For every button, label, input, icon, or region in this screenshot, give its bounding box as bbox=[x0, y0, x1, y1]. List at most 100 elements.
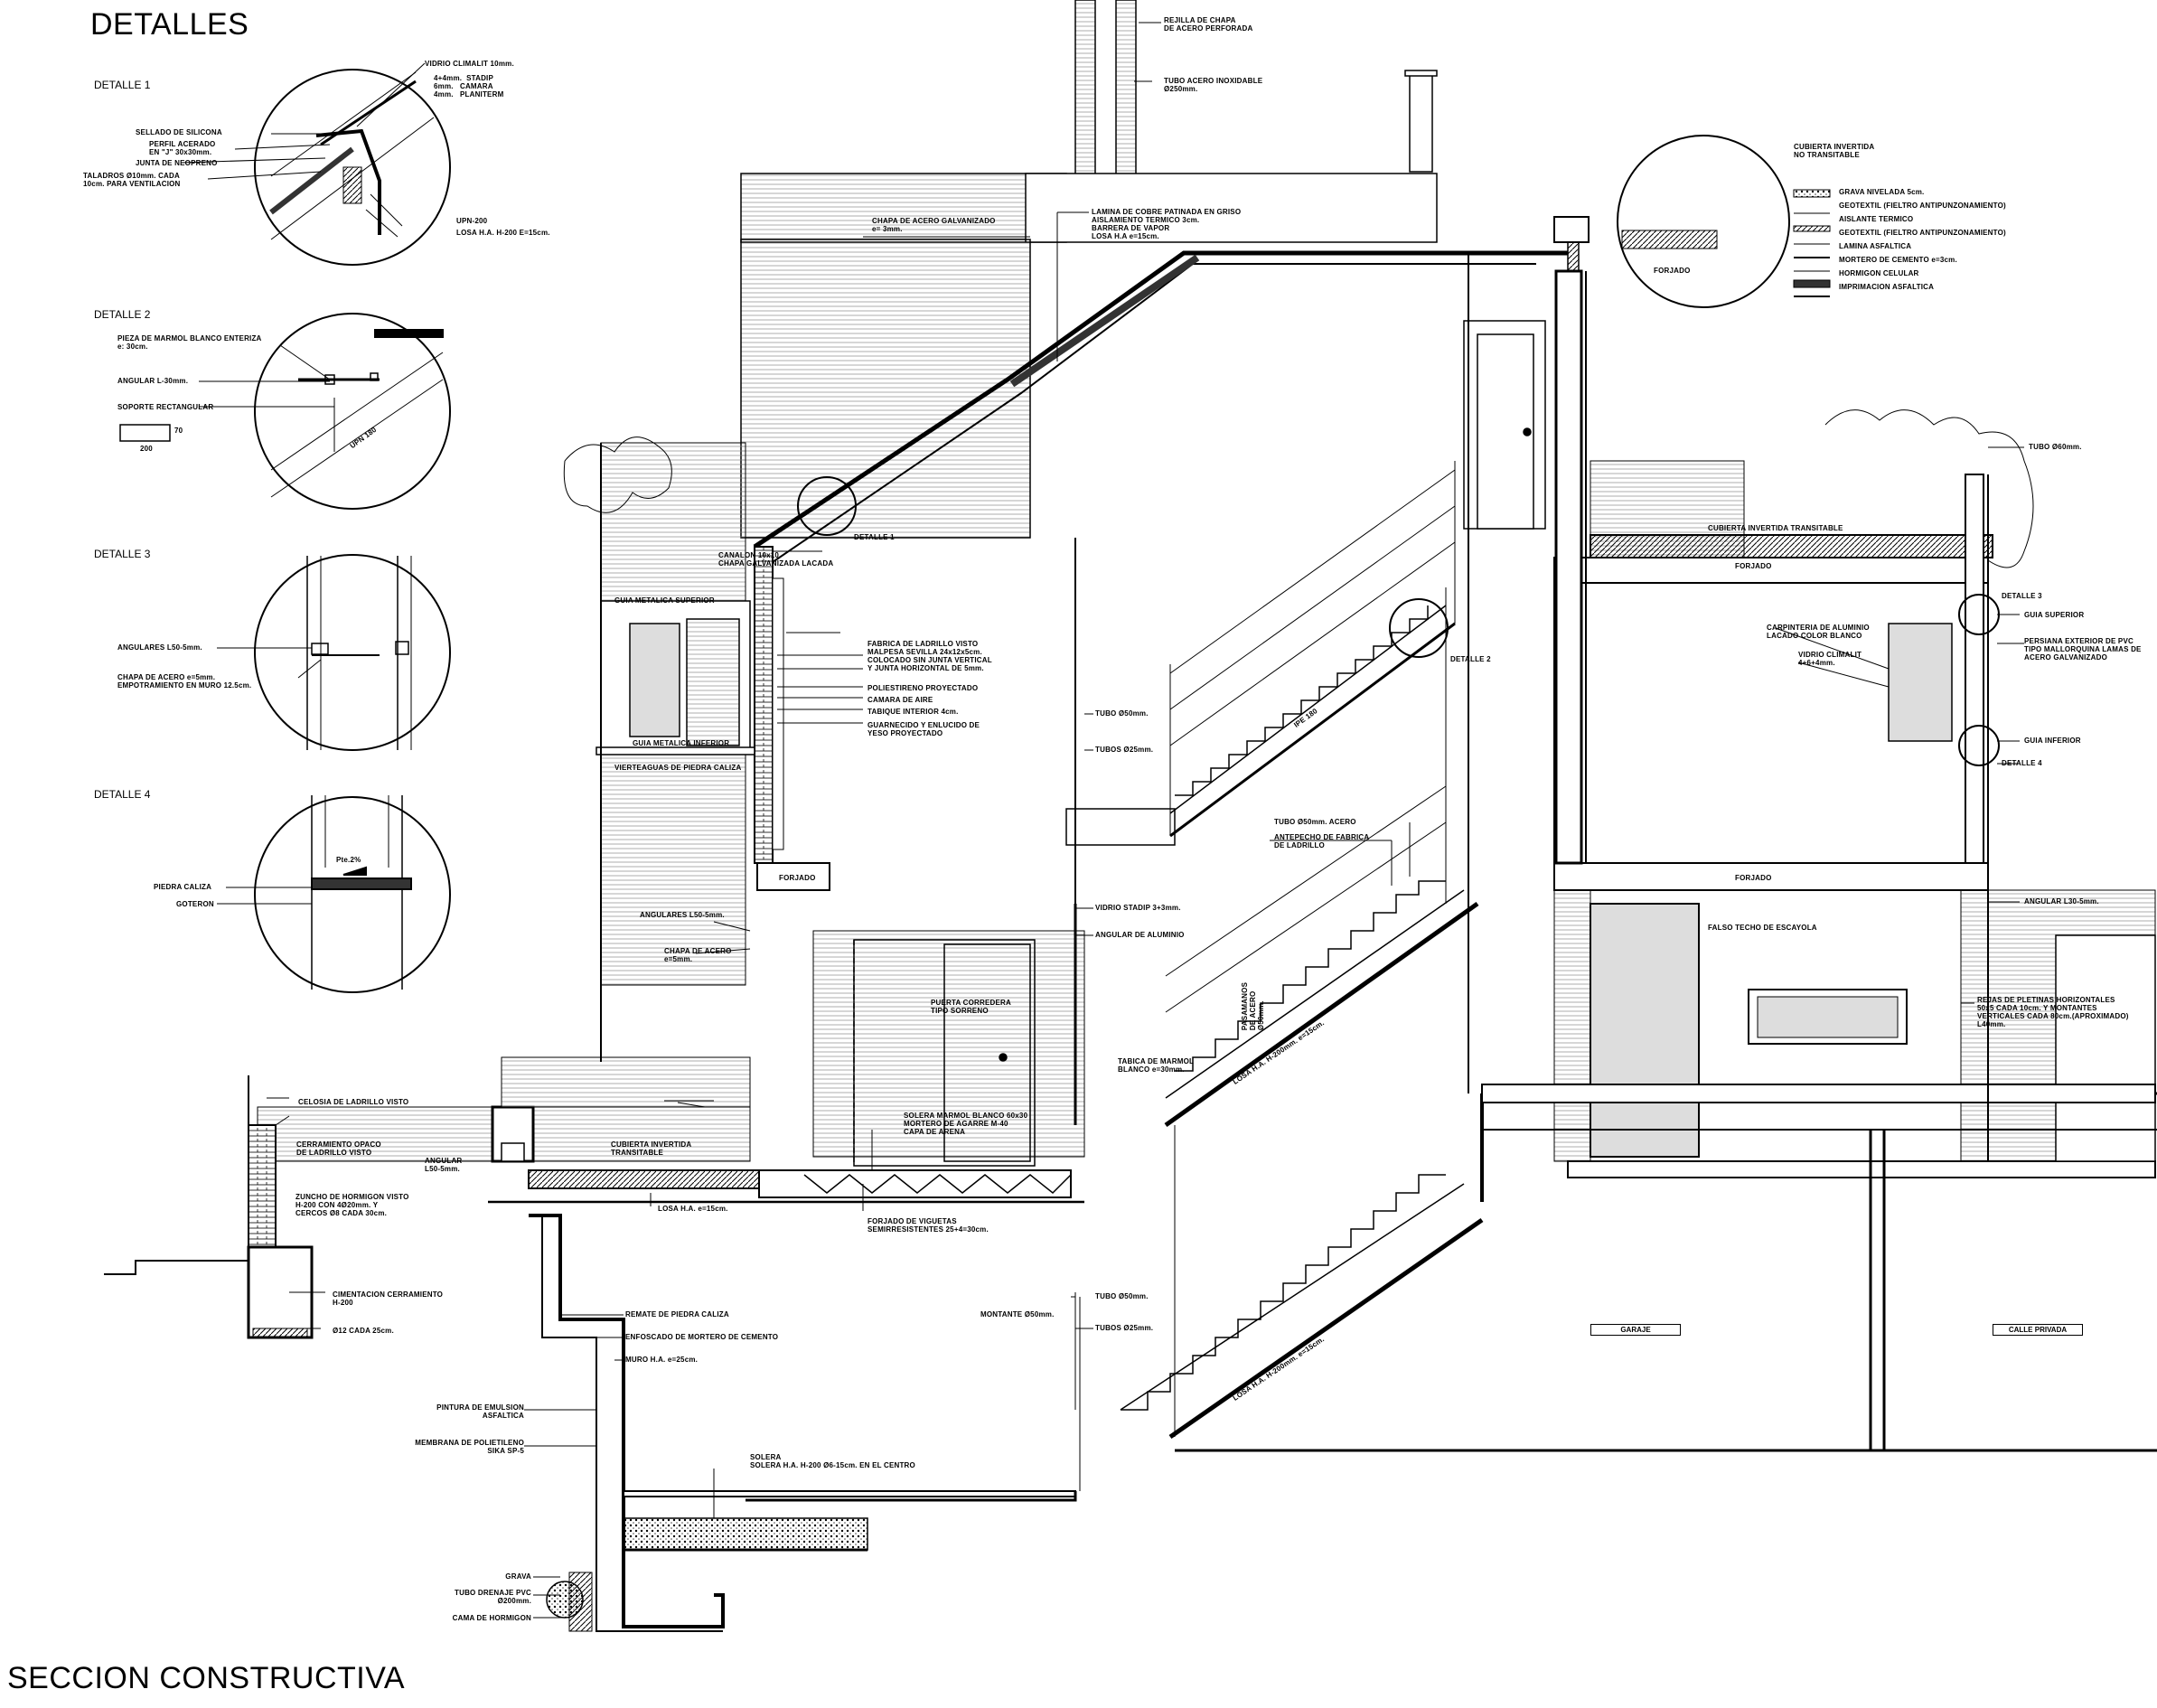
upper-stair bbox=[1065, 461, 1456, 846]
legend-item: LAMINA ASFALTICA bbox=[1839, 242, 1912, 250]
n-antepecho: ANTEPECHO DE FABRICA DE LADRILLO bbox=[1274, 833, 1370, 849]
n-pintura: PINTURA DE EMULSION ASFALTICA bbox=[436, 1403, 524, 1420]
d2-dim-a: 70 bbox=[174, 427, 183, 435]
n-solera-marmol: SOLERA MARMOL BLANCO 60x30 MORTERO DE AG… bbox=[904, 1112, 1028, 1136]
n-chapa-galv: CHAPA DE ACERO GALVANIZADO e= 3mm. bbox=[872, 217, 996, 233]
n-pasamanos: PASAMANOS DE ACERO Ø50mm. bbox=[1241, 981, 1266, 1031]
n-forjado-left: FORJADO bbox=[779, 874, 816, 882]
left-window bbox=[596, 600, 755, 755]
legend-item: AISLANTE TERMICO bbox=[1839, 215, 1914, 223]
n-enfoscado: ENFOSCADO DE MORTERO DE CEMENTO bbox=[625, 1333, 779, 1341]
n-guarnecido: GUARNECIDO Y ENLUCIDO DE YESO PROYECTADO bbox=[867, 721, 980, 737]
middle-door bbox=[853, 939, 1036, 1167]
n-tubo-acero: TUBO Ø50mm. ACERO bbox=[1274, 818, 1356, 826]
lower-stair bbox=[1074, 1116, 1484, 1491]
n-poliestireno: POLIESTIRENO PROYECTADO bbox=[867, 684, 979, 692]
detail-1-label: DETALLE 1 bbox=[94, 79, 151, 91]
n-forjado-upper: FORJADO bbox=[1735, 562, 1772, 570]
n-vidrio-stadip: VIDRIO STADIP 3+3mm. bbox=[1095, 904, 1181, 912]
d2-dim-b: 200 bbox=[140, 445, 153, 453]
detail-4-circle bbox=[254, 795, 451, 993]
n-tubo50: TUBO Ø50mm. bbox=[1095, 709, 1149, 718]
detail-leaders bbox=[180, 62, 426, 905]
legend-item: GRAVA NIVELADA 5cm. bbox=[1839, 188, 1925, 196]
d1-perfil: PERFIL ACERADO EN "J" 30x30mm. bbox=[149, 140, 216, 156]
n-zuncho: ZUNCHO DE HORMIGON VISTO H-200 CON 4Ø20m… bbox=[295, 1193, 409, 1217]
left-brick-wall bbox=[754, 546, 830, 891]
d1-upn: UPN-200 bbox=[456, 217, 488, 225]
lower-left-terrace bbox=[488, 1056, 1084, 1204]
n-grava: GRAVA bbox=[505, 1572, 531, 1581]
n-tabique: TABIQUE INTERIOR 4cm. bbox=[867, 708, 959, 716]
right-upper-floors bbox=[1482, 269, 2157, 1178]
detail-3-circle bbox=[254, 554, 451, 751]
d1-losa: LOSA H.A. H-200 E=15cm. bbox=[456, 229, 550, 237]
legend-item: GEOTEXTIL (FIELTRO ANTIPUNZONAMIENTO) bbox=[1839, 229, 2006, 237]
n-canalon: CANALON 10x10 CHAPA GALVANIZADA LACADA bbox=[718, 551, 834, 568]
d4-goteron: GOTERON bbox=[176, 900, 214, 908]
garaje-tag: GARAJE bbox=[1590, 1324, 1681, 1336]
n-losa-ha: LOSA H.A. e=15cm. bbox=[658, 1205, 728, 1213]
upper-window bbox=[1463, 320, 1546, 530]
n-forjado-viguetas: FORJADO DE VIGUETAS SEMIRRESISTENTES 25+… bbox=[867, 1217, 989, 1234]
n-chapa-acero: CHAPA DE ACERO e=5mm. bbox=[664, 947, 732, 963]
n-tubo-inox: TUBO ACERO INOXIDABLE Ø250mm. bbox=[1164, 77, 1263, 93]
legend-swatches bbox=[1793, 189, 1831, 297]
n-cimentacion: CIMENTACION CERRAMIENTO H-200 bbox=[333, 1290, 444, 1307]
n-angular-l50: ANGULAR L50-5mm. bbox=[425, 1157, 463, 1173]
sheet-title: DETALLES bbox=[90, 7, 249, 42]
n-camara: CAMARA DE AIRE bbox=[867, 696, 933, 704]
n-detalle4: DETALLE 4 bbox=[2002, 759, 2042, 767]
d4-pte: Pte.2% bbox=[336, 856, 361, 864]
n-fabrica: FABRICA DE LADRILLO VISTO MALPESA SEVILL… bbox=[867, 640, 992, 672]
calle-tag: CALLE PRIVADA bbox=[1993, 1324, 2083, 1336]
middle-stair bbox=[1074, 587, 1479, 1128]
n-celosia: CELOSIA DE LADRILLO VISTO bbox=[298, 1098, 409, 1106]
d3-angulares: ANGULARES L50-5mm. bbox=[117, 643, 202, 652]
vegetation bbox=[563, 409, 2034, 568]
n-guia-superior: GUIA SUPERIOR bbox=[2024, 611, 2085, 619]
n-angular-l30: ANGULAR L30-5mm. bbox=[2024, 897, 2099, 906]
n-detalle3: DETALLE 3 bbox=[2002, 592, 2042, 600]
legend-item: IMPRIMACION ASFALTICA bbox=[1839, 283, 1935, 291]
d3-chapa: CHAPA DE ACERO e=5mm. EMPOTRAMIENTO EN M… bbox=[117, 673, 252, 690]
legend-item: MORTERO DE CEMENTO e=3cm. bbox=[1839, 256, 1957, 264]
d1-sellado: SELLADO DE SILICONA bbox=[136, 128, 222, 136]
legend-item: GEOTEXTIL (FIELTRO ANTIPUNZONAMIENTO) bbox=[1839, 202, 2006, 210]
n-rejilla: REJILLA DE CHAPA DE ACERO PERFORADA bbox=[1164, 16, 1253, 33]
n-vierteaguas: VIERTEAGUAS DE PIEDRA CALIZA bbox=[614, 764, 742, 772]
n-rejas: REJAS DE PLETINAS HORIZONTALES 50x5 CADA… bbox=[1977, 996, 2129, 1028]
garage-level bbox=[1175, 1084, 2157, 1452]
detail-1-marker bbox=[797, 476, 857, 536]
section-title: SECCION CONSTRUCTIVA bbox=[7, 1661, 406, 1695]
n-angulares-l50: ANGULARES L50-5mm. bbox=[640, 911, 725, 919]
n-tubo-drenaje: TUBO DRENAJE PVC Ø200mm. bbox=[455, 1589, 531, 1605]
d1-vidrio: VIDRIO CLIMALIT 10mm. bbox=[425, 60, 514, 68]
n-cubierta-inv-trans: CUBIERTA INVERTIDA TRANSITABLE bbox=[1708, 524, 1843, 532]
soporte-rect bbox=[119, 424, 171, 442]
n-solera: SOLERA SOLERA H.A. H-200 Ø6-15cm. EN EL … bbox=[750, 1453, 915, 1469]
n-tubo50b: TUBO Ø50mm. bbox=[1095, 1292, 1149, 1300]
section-leaders bbox=[267, 22, 2024, 1619]
d1-vidrio-layers: 4+4mm. STADIP 6mm. CAMARA 4mm. PLANITERM bbox=[434, 74, 504, 99]
n-forjado-detail: FORJADO bbox=[1654, 267, 1691, 275]
n-muro: MURO H.A. e=25cm. bbox=[625, 1356, 699, 1364]
cubierta-detail-marker bbox=[1617, 135, 1790, 308]
n-remate: REMATE DE PIEDRA CALIZA bbox=[625, 1310, 729, 1319]
chimneys bbox=[1074, 0, 1438, 182]
n-guia-inferior: GUIA INFERIOR bbox=[2024, 737, 2081, 745]
n-guia-sup-left: GUIA METALICA SUPERIOR bbox=[614, 596, 715, 605]
d2-soporte: SOPORTE RECTANGULAR bbox=[117, 403, 214, 411]
d4-piedra: PIEDRA CALIZA bbox=[154, 883, 212, 891]
n-detalle2: DETALLE 2 bbox=[1450, 655, 1491, 663]
legend-item: HORMIGON CELULAR bbox=[1839, 269, 1919, 277]
n-membrana: MEMBRANA DE POLIETILENO SIKA SP-5 bbox=[415, 1439, 524, 1455]
n-carpinteria: CARPINTERIA DE ALUMINIO LACADO COLOR BLA… bbox=[1767, 624, 1870, 640]
structure-lines bbox=[600, 253, 1989, 1161]
cubierta-detail-slab bbox=[1621, 230, 1718, 249]
n-falso-techo: FALSO TECHO DE ESCAYOLA bbox=[1708, 924, 1817, 932]
upper-building bbox=[740, 173, 1438, 539]
n-tubos25: TUBOS Ø25mm. bbox=[1095, 746, 1154, 754]
n-detalle1: DETALLE 1 bbox=[854, 533, 895, 541]
n-guia-inf-left: GUIA METALICA INFERIOR bbox=[633, 739, 730, 747]
